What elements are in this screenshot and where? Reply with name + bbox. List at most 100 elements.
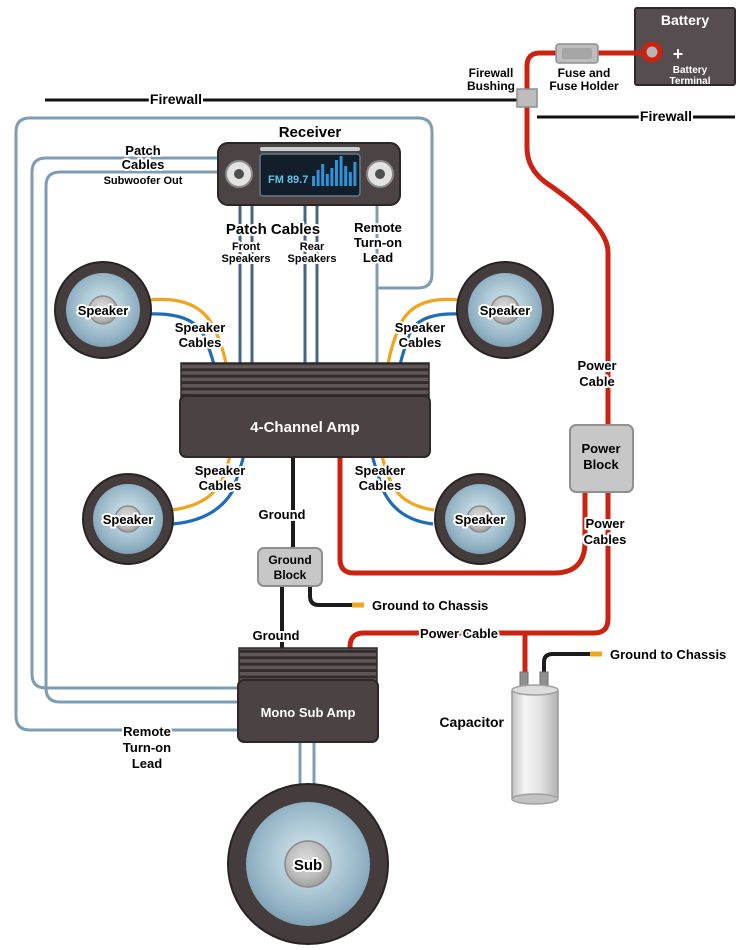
firewall-label-left: Firewall bbox=[150, 91, 202, 107]
capacitor-label: Capacitor bbox=[439, 714, 504, 730]
ground-to-chassis-wire-1 bbox=[308, 586, 352, 607]
power-block-label-2: Block bbox=[583, 457, 619, 472]
remote-bottom-label-1: Remote bbox=[123, 724, 171, 739]
subwoofer-patch-label-2: Cables bbox=[122, 157, 165, 172]
power-cable-mono-amp bbox=[347, 492, 611, 678]
mono-amp-heatsink-fins bbox=[238, 647, 378, 683]
speaker-fr-label: Speaker bbox=[480, 303, 531, 318]
battery-terminal-label-2: Terminal bbox=[670, 76, 711, 87]
four-channel-amp: 4-Channel Amp bbox=[179, 362, 431, 458]
speaker-dustcap bbox=[88, 295, 118, 325]
speaker-cables-fr-label-1: Speaker bbox=[395, 320, 446, 335]
speaker-cable-rl-blue bbox=[172, 454, 246, 526]
battery bbox=[634, 7, 736, 86]
capacitor bbox=[511, 671, 559, 805]
ground-block-body bbox=[257, 547, 323, 587]
ground-block-label-2: Block bbox=[274, 568, 307, 582]
speaker-cables-rl-label-2: Cables bbox=[199, 478, 242, 493]
amp-body bbox=[179, 395, 431, 458]
speaker-rear-left: Speaker bbox=[82, 473, 174, 565]
sub-speaker-wires bbox=[298, 742, 316, 790]
power-cable-main bbox=[524, 50, 645, 425]
speaker-rear-right: Speaker bbox=[434, 473, 526, 565]
power-block: Power Block bbox=[569, 424, 634, 493]
power-cables-label-1: Power bbox=[585, 516, 624, 531]
speaker-front-left: Speaker bbox=[54, 261, 152, 359]
subwoofer-patch-cable-wire-2 bbox=[44, 170, 240, 704]
fuse-label-1: Fuse and bbox=[558, 66, 611, 80]
speaker-cable-rl-yellow bbox=[171, 454, 232, 512]
power-block-body bbox=[569, 424, 634, 493]
tuning-knob-center bbox=[375, 169, 385, 179]
patch-cables-label: Patch Cables bbox=[226, 221, 320, 238]
speaker-cables-rr-label-2: Cables bbox=[359, 478, 402, 493]
rear-patch-cables-wire bbox=[303, 205, 319, 363]
mono-sub-amp-label: Mono Sub Amp bbox=[261, 705, 356, 720]
speaker-dustcap bbox=[114, 505, 142, 533]
power-cable-label-2: Cable bbox=[579, 374, 614, 389]
power-block-label-1: Power bbox=[581, 441, 620, 456]
speaker-cables-rr-label-1: Speaker bbox=[355, 463, 406, 478]
subwoofer-patch-cable-wire-1 bbox=[30, 156, 240, 690]
remote-lead-label-2: Turn-on bbox=[354, 235, 402, 250]
speaker-front-right: Speaker bbox=[456, 261, 554, 359]
ground-to-chassis-wire-2 bbox=[542, 652, 590, 678]
speaker-dustcap bbox=[490, 295, 520, 325]
mono-sub-amp: Mono Sub Amp bbox=[237, 647, 379, 743]
speaker-cable-fr-yellow bbox=[386, 297, 460, 366]
power-cables-label-2: Cables bbox=[584, 532, 627, 547]
remote-bottom-label-2: Turn-on bbox=[123, 740, 171, 755]
four-channel-amp-label: 4-Channel Amp bbox=[250, 419, 359, 436]
front-patch-cables-wire bbox=[238, 205, 254, 363]
speaker-dustcap bbox=[466, 505, 494, 533]
signal-bars-icon bbox=[312, 156, 357, 186]
speaker-cable-fr-blue bbox=[398, 312, 461, 366]
speaker-rr-label: Speaker bbox=[455, 512, 506, 527]
amp-heatsink-fins bbox=[180, 362, 430, 400]
subwoofer: Sub bbox=[227, 783, 389, 945]
battery-title: Battery bbox=[661, 12, 709, 28]
capacitor-body bbox=[511, 687, 559, 801]
subwoofer-patch-label-1: Patch bbox=[125, 143, 160, 158]
firewall-bushing-label-2: Bushing bbox=[467, 79, 515, 93]
speaker-cables-fr-label-2: Cables bbox=[399, 335, 442, 350]
front-speakers-label-1: Front bbox=[232, 241, 260, 253]
sub-label: Sub bbox=[294, 857, 322, 874]
ground-label-bottom: Ground bbox=[253, 628, 300, 643]
front-speakers-label-2: Speakers bbox=[222, 253, 271, 265]
battery-box bbox=[634, 7, 736, 86]
power-cable-4ch-amp bbox=[337, 457, 588, 576]
speaker-cables-fl-label-2: Cables bbox=[179, 335, 222, 350]
rear-speakers-label-1: Rear bbox=[300, 241, 325, 253]
ground-block-label-1: Ground bbox=[268, 553, 311, 567]
ground-to-chassis-label-1: Ground to Chassis bbox=[372, 598, 488, 613]
remote-bottom-label-3: Lead bbox=[132, 756, 162, 771]
mono-amp-body bbox=[237, 679, 379, 743]
firewall-bushing bbox=[516, 88, 538, 108]
speaker-cables-rl-label-1: Speaker bbox=[195, 463, 246, 478]
power-cable-bottom-label: Power Cable bbox=[420, 626, 498, 641]
remote-lead-label-3: Lead bbox=[363, 250, 393, 265]
cd-slot bbox=[260, 147, 360, 151]
display-frequency: FM 89.7 bbox=[268, 174, 308, 186]
speaker-cable-fl-blue bbox=[147, 312, 216, 366]
remote-lead-label-1: Remote bbox=[354, 220, 402, 235]
volume-knob-center bbox=[234, 169, 244, 179]
fuse-holder bbox=[555, 43, 599, 64]
fuse-holder-band bbox=[562, 48, 592, 59]
ground-block: Ground Block bbox=[257, 547, 323, 587]
battery-internals: Battery + Battery Terminal bbox=[641, 12, 711, 87]
power-cable-label-1: Power bbox=[577, 358, 616, 373]
ground-label-top: Ground bbox=[259, 507, 306, 522]
ground-to-chassis-label-2: Ground to Chassis bbox=[610, 647, 726, 662]
battery-terminal-icon bbox=[641, 41, 663, 63]
receiver: FM 89.7 bbox=[217, 142, 401, 206]
battery-plus: + bbox=[673, 44, 684, 64]
speaker-cables-fl-label-1: Speaker bbox=[175, 320, 226, 335]
sub-dustcap bbox=[284, 840, 332, 888]
speaker-rl-label: Speaker bbox=[103, 512, 154, 527]
battery-terminal-label-1: Battery bbox=[673, 65, 708, 76]
capacitor-top-cap bbox=[511, 684, 559, 696]
speaker-cable-rr-yellow bbox=[380, 454, 435, 512]
